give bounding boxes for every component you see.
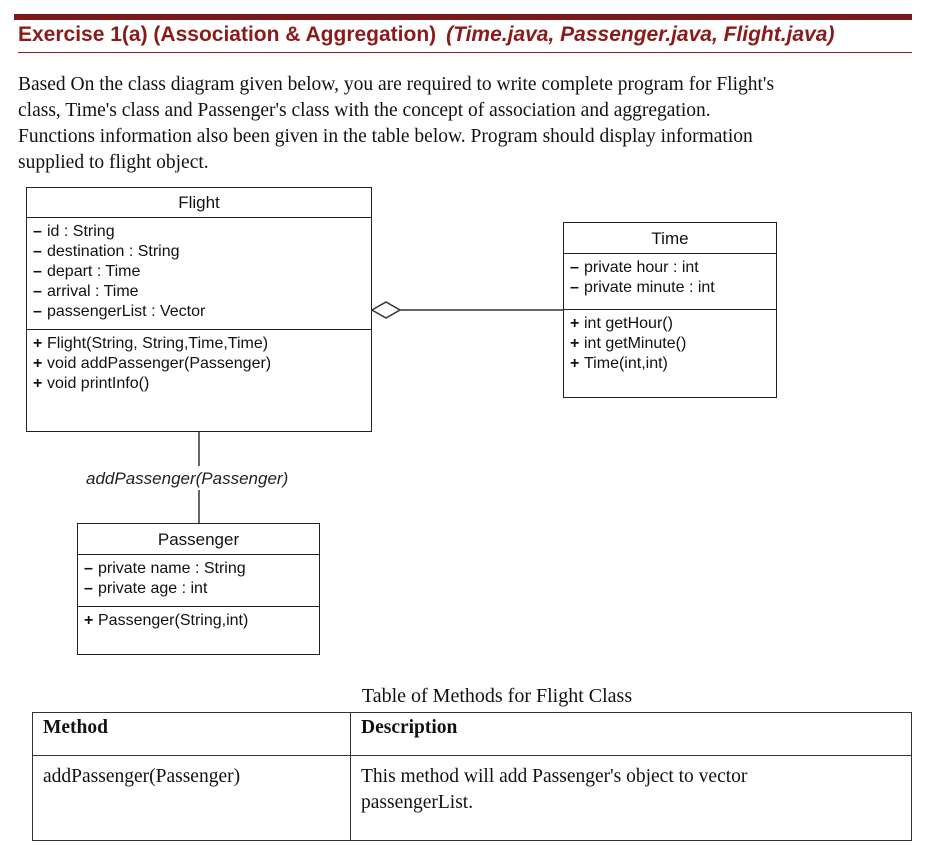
attribute-text: private age : int [98, 580, 208, 597]
description-line: passengerList. [361, 792, 474, 813]
method-text: void printInfo() [47, 375, 150, 392]
visibility-symbol: + [570, 335, 580, 352]
visibility-symbol: + [84, 612, 94, 629]
time-class-name: Time [564, 223, 776, 254]
table-caption: Table of Methods for Flight Class [361, 685, 633, 707]
flight-methods: +Flight(String, String,Time,Time) +void … [27, 330, 371, 398]
visibility-symbol: – [570, 279, 579, 296]
description-cell: This method will add Passenger's object … [350, 755, 912, 841]
intro-line: Based On the class diagram given below, … [18, 74, 775, 95]
aggregation-diamond [370, 301, 402, 319]
time-attributes: –private hour : int –private minute : in… [564, 254, 776, 310]
flight-attribute: –depart : Time [33, 262, 365, 282]
time-attribute: –private minute : int [570, 278, 770, 298]
method-text: Passenger(String,int) [98, 612, 249, 629]
visibility-symbol: + [33, 375, 43, 392]
passenger-attributes: –private name : String –private age : in… [78, 555, 319, 607]
flight-method: +void addPassenger(Passenger) [33, 354, 365, 374]
intro-line: class, Time's class and Passenger's clas… [18, 100, 711, 121]
description-line: This method will add Passenger's object … [361, 766, 748, 787]
visibility-symbol: – [570, 259, 579, 276]
attribute-text: private hour : int [584, 259, 699, 276]
table-header-row: Method Description [32, 712, 912, 756]
visibility-symbol: – [84, 580, 93, 597]
flight-method: +Flight(String, String,Time,Time) [33, 334, 365, 354]
flight-attributes: –id : String –destination : String –depa… [27, 218, 371, 330]
attribute-text: destination : String [47, 243, 180, 260]
flight-class-box: Flight –id : String –destination : Strin… [26, 187, 372, 432]
intro-line: supplied to flight object. [18, 152, 209, 173]
attribute-text: arrival : Time [47, 283, 139, 300]
column-header-description: Description [350, 712, 912, 756]
visibility-symbol: – [33, 263, 42, 280]
passenger-methods: +Passenger(String,int) [78, 607, 319, 635]
table-row: addPassenger(Passenger) This method will… [32, 755, 912, 841]
visibility-symbol: – [33, 243, 42, 260]
method-text: Flight(String, String,Time,Time) [47, 335, 269, 352]
intro-line: Functions information also been given in… [18, 126, 753, 147]
methods-table: Method Description addPassenger(Passenge… [32, 712, 912, 841]
attribute-text: depart : Time [47, 263, 141, 280]
attribute-text: passengerList : Vector [47, 303, 206, 320]
flight-attribute: –passengerList : Vector [33, 302, 365, 322]
passenger-class-name: Passenger [78, 524, 319, 555]
method-text: void addPassenger(Passenger) [47, 355, 272, 372]
association-label: addPassenger(Passenger) [86, 469, 289, 488]
method-text: Time(int,int) [584, 355, 668, 372]
visibility-symbol: – [33, 223, 42, 240]
attribute-text: private name : String [98, 560, 246, 577]
time-method: +int getHour() [570, 314, 770, 334]
visibility-symbol: + [570, 315, 580, 332]
header-rule [14, 14, 912, 20]
intro-paragraph: Based On the class diagram given below, … [18, 72, 918, 176]
time-class-box: Time –private hour : int –private minute… [563, 222, 777, 398]
flight-method: +void printInfo() [33, 374, 365, 394]
visibility-symbol: – [33, 283, 42, 300]
passenger-class-box: Passenger –private name : String –privat… [77, 523, 320, 655]
exercise-heading: Exercise 1(a) (Association & Aggregation… [18, 23, 437, 46]
flight-attribute: –id : String [33, 222, 365, 242]
time-methods: +int getHour() +int getMinute() +Time(in… [564, 310, 776, 378]
flight-class-name: Flight [27, 188, 371, 218]
exercise-files: (Time.java, Passenger.java, Flight.java) [446, 23, 835, 46]
visibility-symbol: + [33, 355, 43, 372]
time-method: +Time(int,int) [570, 354, 770, 374]
passenger-attribute: –private name : String [84, 559, 313, 579]
visibility-symbol: + [570, 355, 580, 372]
method-cell: addPassenger(Passenger) [32, 755, 351, 841]
method-text: int getHour() [584, 315, 673, 332]
passenger-method: +Passenger(String,int) [84, 611, 313, 631]
flight-attribute: –destination : String [33, 242, 365, 262]
visibility-symbol: + [33, 335, 43, 352]
attribute-text: private minute : int [584, 279, 715, 296]
time-attribute: –private hour : int [570, 258, 770, 278]
passenger-attribute: –private age : int [84, 579, 313, 599]
time-method: +int getMinute() [570, 334, 770, 354]
visibility-symbol: – [33, 303, 42, 320]
visibility-symbol: – [84, 560, 93, 577]
attribute-text: id : String [47, 223, 115, 240]
exercise-title: Exercise 1(a) (Association & Aggregation… [18, 22, 912, 53]
method-text: int getMinute() [584, 335, 687, 352]
flight-attribute: –arrival : Time [33, 282, 365, 302]
column-header-method: Method [32, 712, 351, 756]
